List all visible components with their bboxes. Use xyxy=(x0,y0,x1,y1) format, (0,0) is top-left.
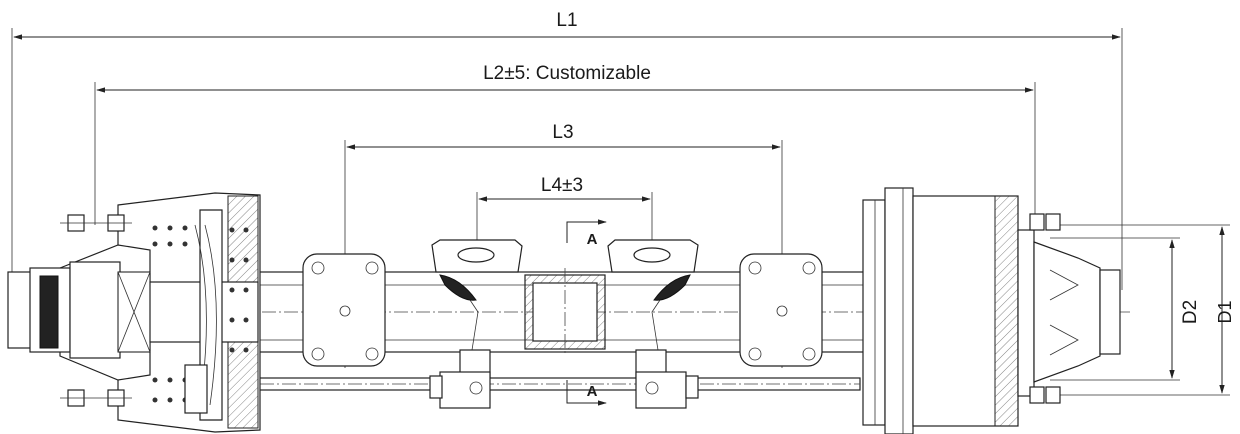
section-mark-top-label: A xyxy=(587,231,598,248)
dimension-l4-label: L4±3 xyxy=(541,175,583,196)
left-spring-plate xyxy=(302,253,386,367)
right-camshaft-bracket xyxy=(607,239,699,409)
dimension-d1: D1 xyxy=(1060,224,1235,396)
right-wheel-studs-top xyxy=(1029,213,1061,231)
dimension-l1: L1 xyxy=(11,10,1123,290)
right-hub-assembly xyxy=(1017,213,1121,404)
dimension-l1-label: L1 xyxy=(556,10,577,31)
dimension-l4: L4±3 xyxy=(476,175,653,250)
dimension-d2: D2 xyxy=(1050,237,1201,381)
dimension-l3-label: L3 xyxy=(552,122,573,143)
left-wheel-studs-top xyxy=(60,214,132,232)
left-wheel-studs-bottom xyxy=(60,389,132,407)
dimension-d2-label: D2 xyxy=(1180,300,1201,324)
section-mark-top: A xyxy=(566,219,607,248)
right-brake-drum xyxy=(862,187,1019,434)
dimension-l2-label: L2±5: Customizable xyxy=(483,63,651,84)
left-hub-assembly xyxy=(7,192,261,433)
dimension-d1-label: D1 xyxy=(1215,300,1235,323)
center-square-tube xyxy=(524,268,606,356)
right-spring-plate xyxy=(739,253,823,367)
section-mark-bottom: A xyxy=(566,380,607,406)
left-camshaft-bracket xyxy=(429,239,523,409)
left-drum-holes xyxy=(152,225,249,403)
right-wheel-studs-bottom xyxy=(1029,386,1061,404)
section-mark-bottom-label: A xyxy=(587,383,598,400)
dimension-l2: L2±5: Customizable xyxy=(94,63,1036,225)
